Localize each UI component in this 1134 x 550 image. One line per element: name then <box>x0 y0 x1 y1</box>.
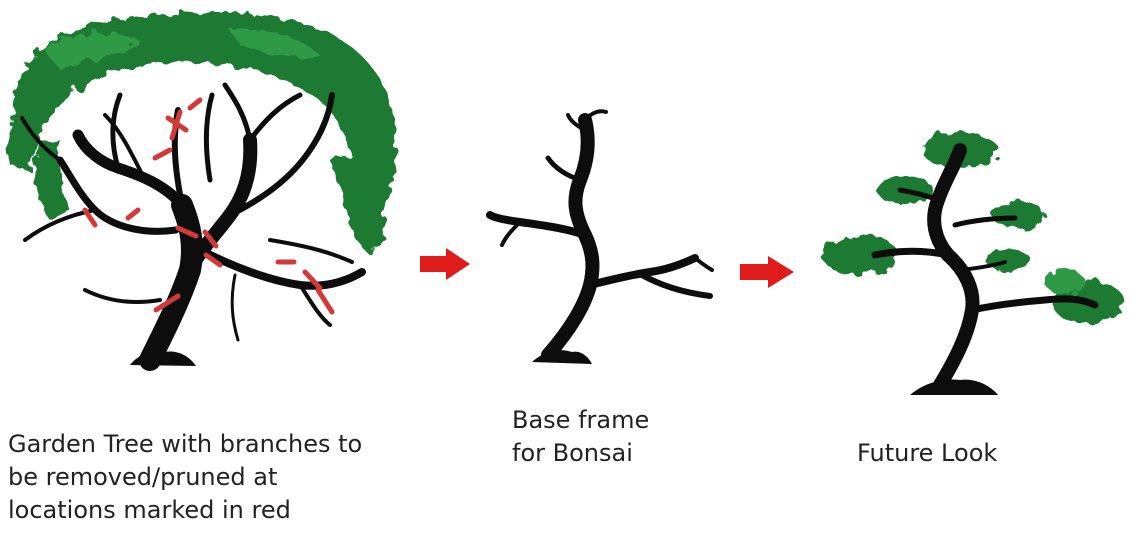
garden-tree-caption: Garden Tree with branches to be removed/… <box>8 428 362 527</box>
garden-tree-roots <box>130 351 196 366</box>
garden-tree-illustration <box>7 11 396 371</box>
future-look-caption: Future Look <box>857 437 997 470</box>
base-frame-illustration <box>486 109 714 364</box>
garden-tree-canopy <box>7 11 396 255</box>
caption-line: Future Look <box>857 439 998 467</box>
future-look-trunk <box>871 143 1099 392</box>
caption-line: Garden Tree with branches to <box>8 430 363 458</box>
right-arrow-icon <box>420 248 470 280</box>
caption-line: locations marked in red <box>8 496 291 524</box>
caption-line: be removed/pruned at <box>8 463 278 491</box>
base-frame-caption: Base frame for Bonsai <box>512 404 649 470</box>
pruning-cut-marks <box>82 97 335 315</box>
right-arrow-icon <box>740 256 794 288</box>
garden-tree-branches <box>20 82 366 371</box>
caption-line: for Bonsai <box>512 439 633 467</box>
future-look-roots <box>910 379 998 395</box>
caption-line: Base frame <box>512 406 650 434</box>
future-look-illustration <box>822 132 1124 395</box>
